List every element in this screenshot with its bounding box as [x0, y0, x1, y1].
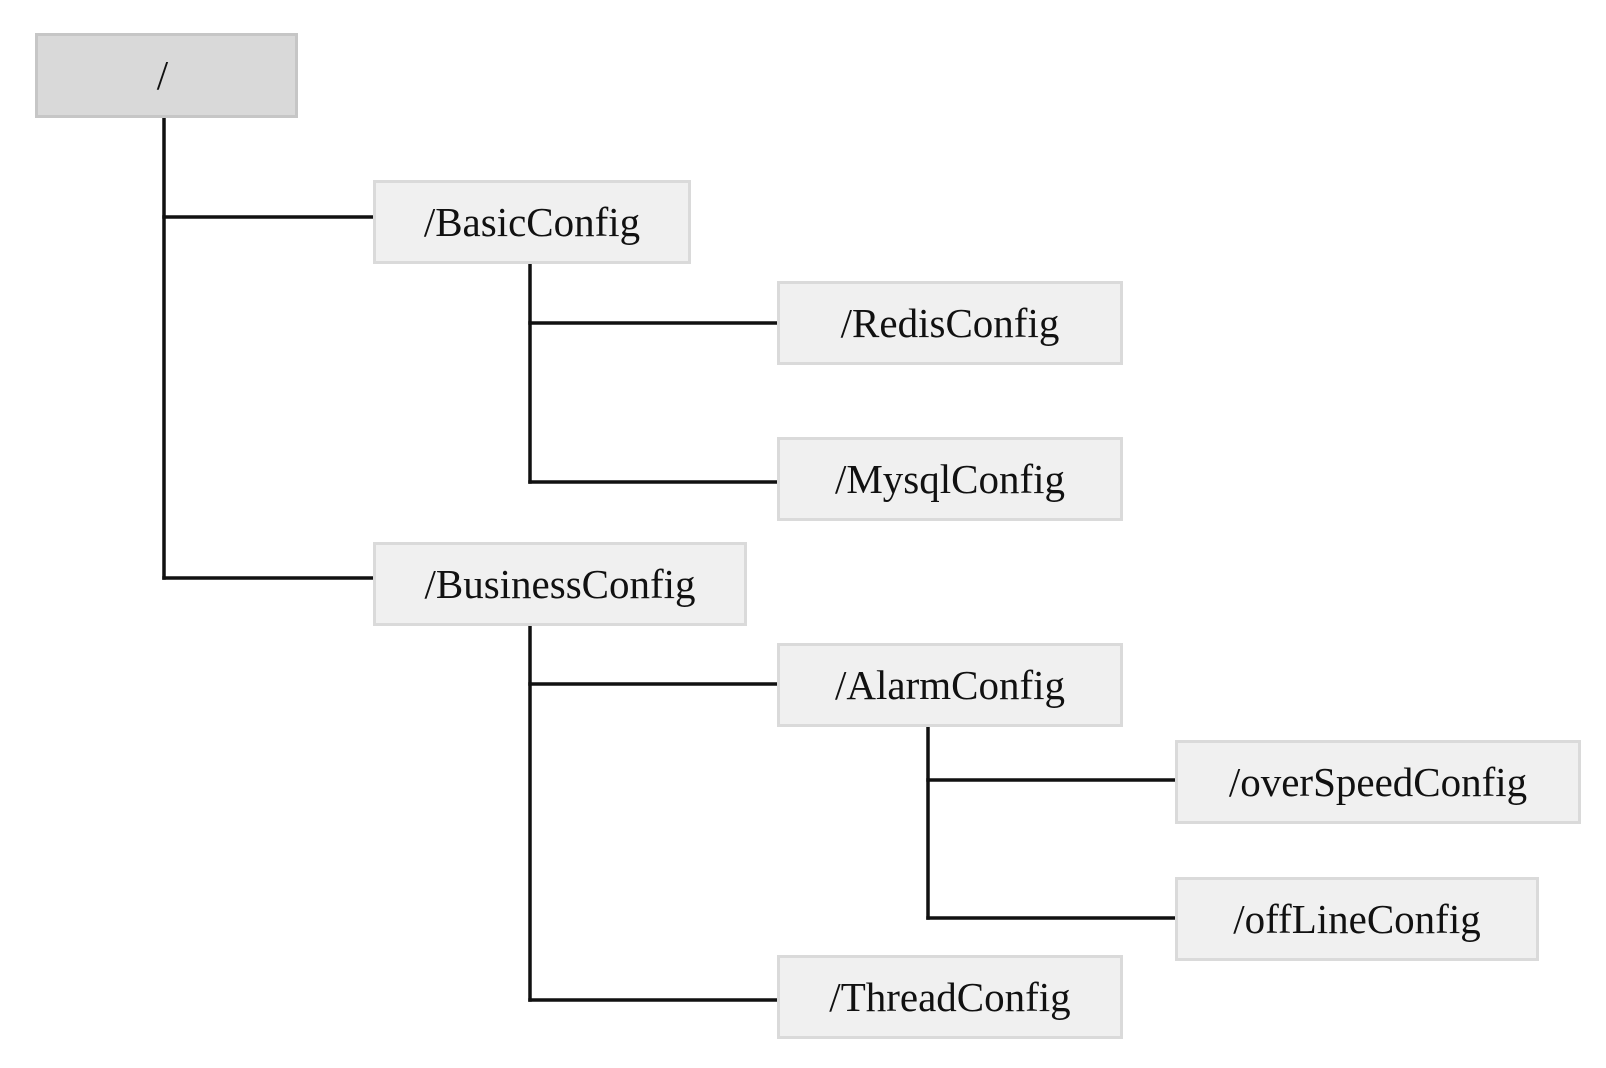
- node-overspeed-config-label: /overSpeedConfig: [1228, 758, 1528, 805]
- node-mysql-config: /MysqlConfig: [777, 437, 1123, 521]
- node-redis-config: /RedisConfig: [777, 281, 1123, 365]
- node-business-config-label: /BusinessConfig: [424, 560, 696, 607]
- node-overspeed-config: /overSpeedConfig: [1175, 740, 1581, 824]
- node-basic-config-label: /BasicConfig: [423, 198, 641, 245]
- node-offline-config: /offLineConfig: [1175, 877, 1539, 961]
- node-mysql-config-label: /MysqlConfig: [834, 455, 1066, 502]
- node-redis-config-label: /RedisConfig: [840, 299, 1060, 346]
- node-alarm-config: /AlarmConfig: [777, 643, 1123, 727]
- node-alarm-config-label: /AlarmConfig: [834, 661, 1066, 708]
- node-root: /: [35, 33, 298, 118]
- node-basic-config: /BasicConfig: [373, 180, 691, 264]
- node-root-label: /: [156, 52, 169, 98]
- node-offline-config-label: /offLineConfig: [1233, 895, 1481, 942]
- node-business-config: /BusinessConfig: [373, 542, 747, 626]
- node-thread-config-label: /ThreadConfig: [829, 973, 1071, 1020]
- node-thread-config: /ThreadConfig: [777, 955, 1123, 1039]
